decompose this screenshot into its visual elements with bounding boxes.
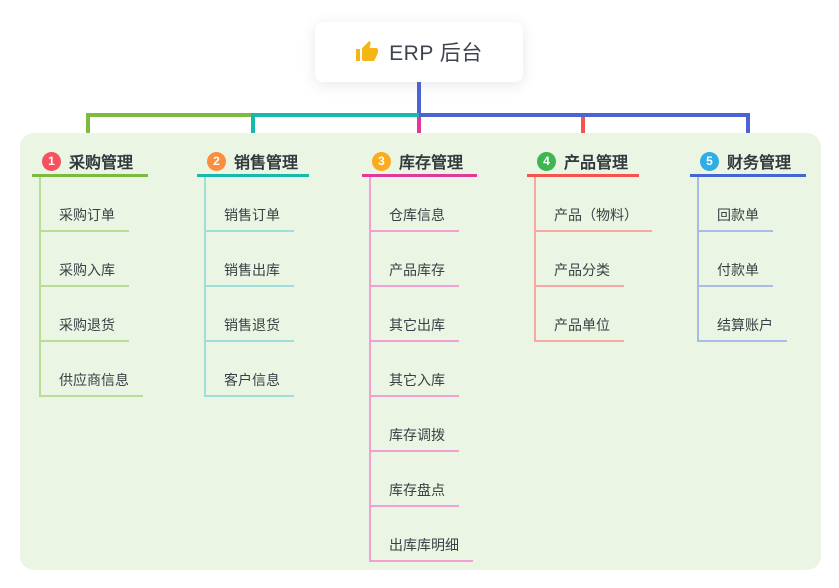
branch-purchase: 1 采购管理 采购订单 采购入库 采购退货 供应商信息 bbox=[32, 148, 148, 397]
branch-children: 回款单 付款单 结算账户 bbox=[697, 177, 787, 342]
branch-sales: 2 销售管理 销售订单 销售出库 销售退货 客户信息 bbox=[197, 148, 309, 397]
mindmap-canvas bbox=[20, 133, 821, 570]
branch-badge: 4 bbox=[537, 151, 556, 171]
branch-label: 采购管理 bbox=[69, 155, 134, 172]
connector-drop-inventory bbox=[417, 117, 421, 143]
node-item-label: 供应商信息 bbox=[41, 370, 143, 397]
node-item-label: 产品库存 bbox=[371, 260, 459, 287]
thumbs-up-icon bbox=[356, 41, 379, 61]
node-item-label: 库存调拨 bbox=[371, 425, 459, 452]
node-item-label: 销售退货 bbox=[206, 315, 294, 342]
node-item-label: 销售出库 bbox=[206, 260, 294, 287]
connector-drop-sales bbox=[251, 117, 255, 143]
connector-trunk-green bbox=[86, 113, 251, 117]
branch-header-purchase[interactable]: 1 采购管理 bbox=[32, 148, 148, 177]
connector-trunk-teal bbox=[251, 113, 419, 117]
branch-label: 财务管理 bbox=[727, 155, 792, 172]
branch-label: 销售管理 bbox=[234, 155, 299, 172]
branch-children: 产品（物料） 产品分类 产品单位 bbox=[534, 177, 652, 342]
node-item-label: 产品分类 bbox=[536, 260, 624, 287]
node-item-label: 产品单位 bbox=[536, 315, 624, 342]
node-item-label: 仓库信息 bbox=[371, 205, 459, 232]
root-node-erp[interactable]: ERP 后台 bbox=[315, 22, 523, 82]
branch-header-product[interactable]: 4 产品管理 bbox=[527, 148, 639, 177]
branch-children: 仓库信息 产品库存 其它出库 其它入库 库存调拨 库存盘点 出库库明细 bbox=[369, 177, 473, 562]
node-item-label: 出库库明细 bbox=[371, 535, 473, 562]
node-item-label: 结算账户 bbox=[699, 315, 787, 342]
connector-root-vertical bbox=[417, 82, 421, 113]
branch-inventory: 3 库存管理 仓库信息 产品库存 其它出库 其它入库 库存调拨 库存盘点 出库库… bbox=[362, 148, 477, 562]
branch-badge: 2 bbox=[207, 151, 226, 171]
node-item-label: 库存盘点 bbox=[371, 480, 459, 507]
branch-label: 库存管理 bbox=[399, 155, 464, 172]
connector-trunk-blue bbox=[419, 113, 750, 117]
node-item-label: 其它入库 bbox=[371, 370, 459, 397]
node-item-label: 客户信息 bbox=[206, 370, 294, 397]
branch-label: 产品管理 bbox=[564, 155, 629, 172]
branch-badge: 3 bbox=[372, 151, 391, 171]
branch-children: 销售订单 销售出库 销售退货 客户信息 bbox=[204, 177, 294, 397]
node-item-label: 采购退货 bbox=[41, 315, 129, 342]
branch-product: 4 产品管理 产品（物料） 产品分类 产品单位 bbox=[527, 148, 652, 342]
branch-finance: 5 财务管理 回款单 付款单 结算账户 bbox=[690, 148, 806, 342]
node-item-label: 采购订单 bbox=[41, 205, 129, 232]
node-item-label: 产品（物料） bbox=[536, 205, 652, 232]
connector-drop-product bbox=[581, 117, 585, 143]
branch-badge: 1 bbox=[42, 151, 61, 171]
branch-children: 采购订单 采购入库 采购退货 供应商信息 bbox=[39, 177, 143, 397]
root-title: ERP 后台 bbox=[389, 42, 483, 65]
node-item-label: 采购入库 bbox=[41, 260, 129, 287]
node-item-label: 销售订单 bbox=[206, 205, 294, 232]
branch-header-inventory[interactable]: 3 库存管理 bbox=[362, 148, 477, 177]
node-item-label: 付款单 bbox=[699, 260, 773, 287]
connector-drop-finance bbox=[746, 117, 750, 143]
node-item-label: 回款单 bbox=[699, 205, 773, 232]
branch-badge: 5 bbox=[700, 151, 719, 171]
branch-header-sales[interactable]: 2 销售管理 bbox=[197, 148, 309, 177]
branch-header-finance[interactable]: 5 财务管理 bbox=[690, 148, 806, 177]
node-item-label: 其它出库 bbox=[371, 315, 459, 342]
connector-drop-purchase bbox=[86, 117, 90, 143]
